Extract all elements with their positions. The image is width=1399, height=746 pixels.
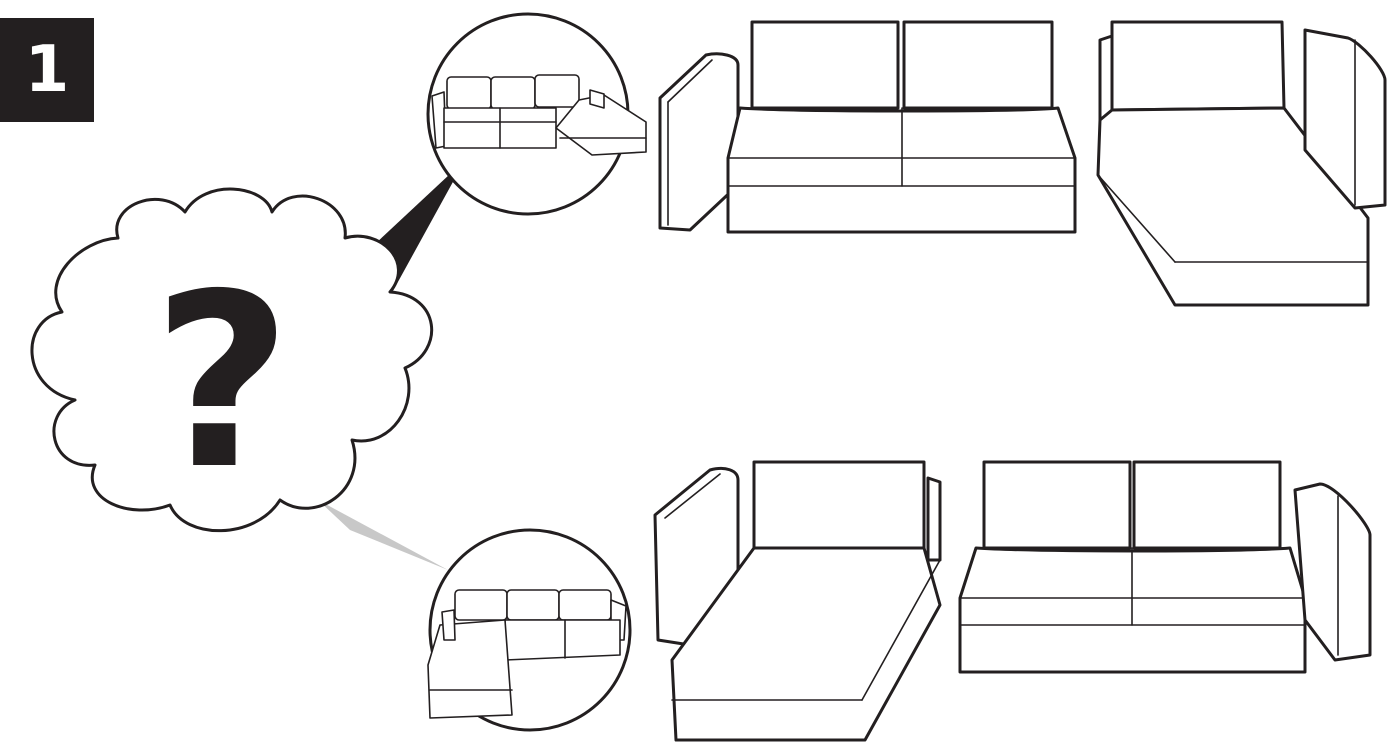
top-two-seater <box>726 20 1077 234</box>
top-left-armrest <box>658 52 740 232</box>
pointer-light <box>318 500 448 570</box>
bottom-right-armrest <box>1293 482 1372 662</box>
corner-sofa-right-chaise-icon <box>431 74 647 156</box>
top-right-armrest <box>1303 28 1387 210</box>
question-mark-icon: ? <box>152 242 291 522</box>
corner-sofa-left-chaise-icon <box>427 589 627 719</box>
option-bottom-preview <box>427 528 632 732</box>
top-row-modules <box>658 20 1387 307</box>
step-number-badge: 1 <box>0 18 94 122</box>
option-top-preview <box>426 12 647 216</box>
thought-bubble: ? <box>30 187 434 533</box>
bottom-two-seater <box>958 460 1307 674</box>
bottom-chaise-module <box>670 460 942 742</box>
bottom-row-modules <box>653 460 1372 742</box>
top-chaise-module <box>1096 20 1370 307</box>
step-number: 1 <box>24 33 70 107</box>
